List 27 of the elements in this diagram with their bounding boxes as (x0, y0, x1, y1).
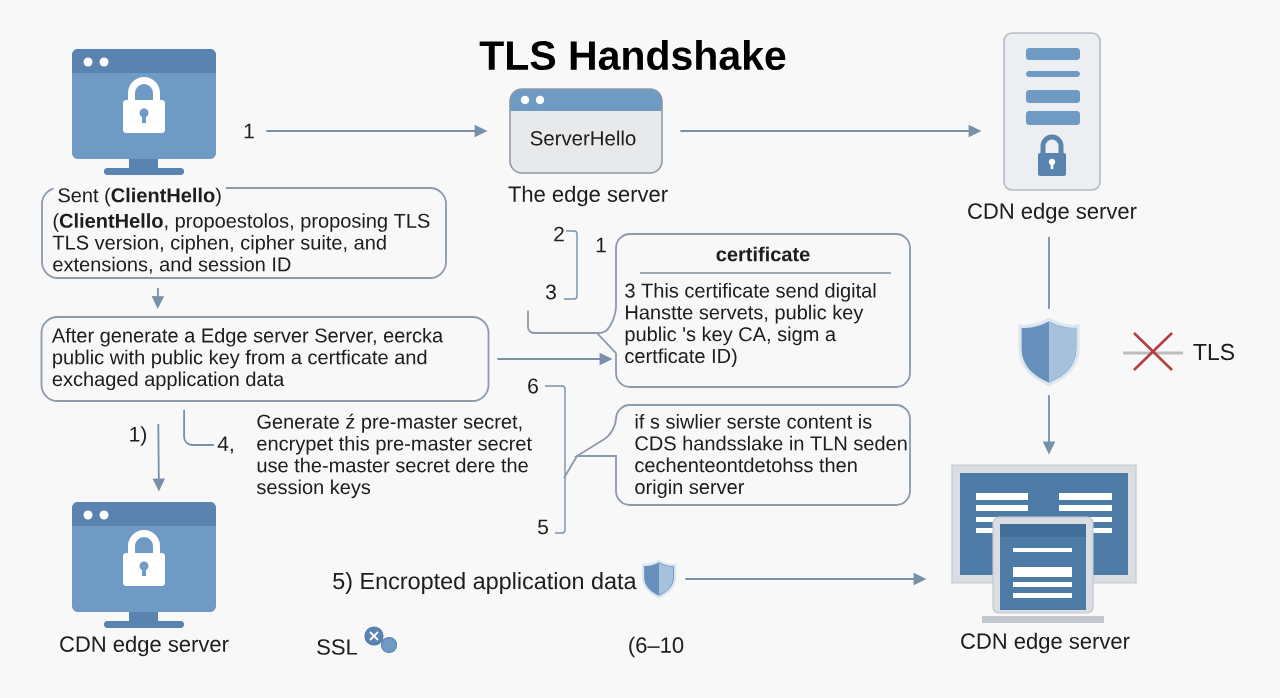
text-label: SSL (317, 639, 358, 655)
step-number: 3 (545, 284, 556, 300)
node-label: CDN edge server (60, 635, 229, 657)
shield-picture (1018, 317, 1080, 387)
step-number: 5 (538, 519, 548, 535)
node-label: 5) Encropted application data (333, 572, 637, 594)
screens-picture (951, 464, 1137, 623)
server-picture (1003, 32, 1101, 191)
shield-picture (641, 559, 677, 599)
node-label: CDN edge server (961, 632, 1130, 654)
leader-line (183, 409, 215, 446)
node-label: The edge server (508, 185, 668, 207)
text-box: Sent (ClientHello) (ClientHello, propoestolos, proposing TLS TLS version, ciphen, cipher suite, and extensions, and session ID (41, 185, 447, 279)
text-label: TLS (1193, 343, 1235, 361)
connector-line (1048, 236, 1050, 310)
description-text: Generate ź pre-master secret, encrypet this pre-master secret use the-master secret dere the session keys (256, 413, 532, 499)
text-box: After generate a Edge server Server, eercka public with public key from a certficate and exchaged application data (40, 316, 490, 402)
monitor-picture (72, 49, 216, 175)
node-label: CDN edge server (968, 202, 1137, 224)
title: TLS Handshake (479, 39, 786, 71)
text-label: (6–10 (629, 636, 684, 658)
step-number: 1 (596, 237, 606, 253)
monitor-picture (72, 502, 216, 628)
window-box: ServerHello (509, 88, 663, 174)
callout-box: if s siwlier serste content is CDS handsslake in TLN seden cechenteontdetohss then origin server (563, 404, 911, 506)
step-number: 4, (217, 436, 233, 454)
edge-label: 1) (126, 424, 150, 448)
